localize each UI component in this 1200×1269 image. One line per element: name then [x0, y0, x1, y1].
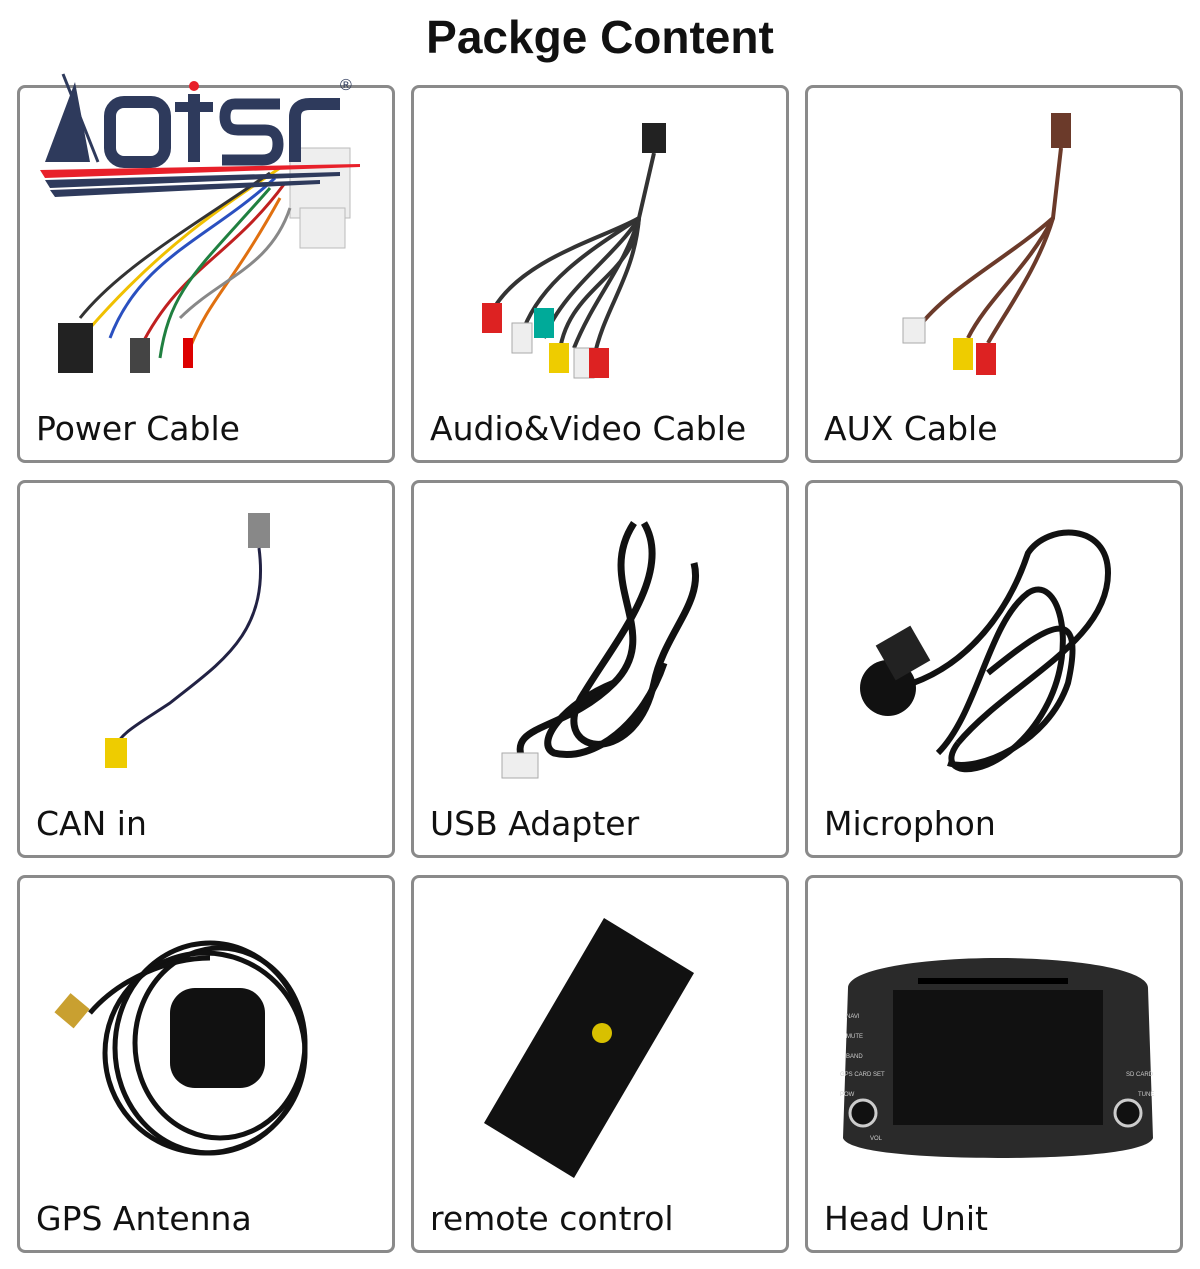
aotsr-logo: ® [40, 73, 360, 197]
item-card-gps-antenna: GPS Antenna [17, 875, 395, 1253]
item-card-microphone: Microphon [805, 480, 1183, 858]
item-card-audio-video-cable: Audio&Video Cable [411, 85, 789, 463]
head-unit-button-navi: NAVI [846, 1014, 860, 1020]
remote-control-icon [484, 918, 694, 1178]
item-label: Microphon [824, 804, 996, 843]
item-card-usb-adapter: USB Adapter [411, 480, 789, 858]
item-label: USB Adapter [430, 804, 640, 843]
item-label: CAN in [36, 804, 147, 843]
item-card-remote-control: remote control [411, 875, 789, 1253]
head-unit-button-sd-card: SD CARD [1126, 1072, 1154, 1078]
head-unit-icon: NAVI MUTE BAND GPS CARD SET SD CARD POW … [840, 958, 1154, 1158]
head-unit-button-mute: MUTE [846, 1034, 863, 1040]
usb-cable-icon [501, 521, 700, 779]
item-card-power-cable: Power Cable [17, 85, 395, 463]
item-label: GPS Antenna [36, 1199, 252, 1238]
item-label: remote control [430, 1199, 674, 1238]
page-title: Packge Content [426, 11, 774, 63]
rca-cable-icon [482, 123, 666, 379]
head-unit-label-vol: VOL [870, 1136, 883, 1142]
item-label: Power Cable [36, 409, 240, 448]
head-unit-button-gps-card: GPS CARD SET [840, 1072, 885, 1078]
head-unit-button-band: BAND [846, 1054, 863, 1060]
item-label: AUX Cable [824, 409, 998, 448]
can-cable-icon [105, 513, 270, 768]
item-label: Audio&Video Cable [430, 409, 747, 448]
wire-harness-icon [58, 147, 351, 373]
item-label: Head Unit [824, 1199, 988, 1238]
aux-rca-cable-icon [902, 113, 1071, 375]
item-card-aux-cable: AUX Cable [805, 85, 1183, 463]
item-card-can-in: CAN in [17, 480, 395, 858]
item-card-head-unit: NAVI MUTE BAND GPS CARD SET SD CARD POW … [805, 875, 1183, 1253]
head-unit-label-pow: POW [840, 1092, 855, 1098]
microphone-icon [860, 529, 1112, 773]
head-unit-label-tune: TUNE [1138, 1092, 1154, 1098]
gps-antenna-icon [54, 940, 308, 1156]
registered-mark: ® [340, 77, 352, 94]
